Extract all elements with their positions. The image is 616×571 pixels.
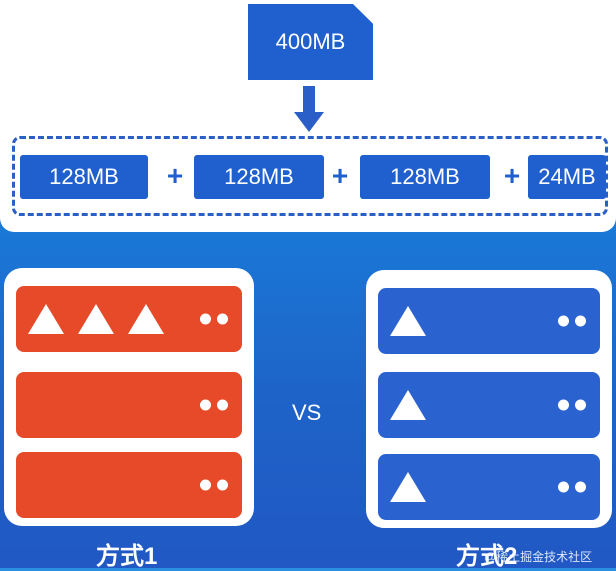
- watermark: @稀土掘金技术社区: [484, 550, 593, 564]
- block-2-label: 128MB: [224, 164, 294, 189]
- dot-icon: [200, 313, 211, 325]
- triangle-icon: [28, 304, 64, 334]
- triangle-icon: [390, 306, 426, 336]
- dot-icon: [575, 399, 586, 411]
- triangle-icon: [390, 390, 426, 420]
- dot-icon: [558, 481, 569, 493]
- server-frame-left: [4, 268, 254, 526]
- status-dots: [558, 315, 586, 327]
- triangle-icon: [78, 304, 114, 334]
- dot-icon: [200, 399, 211, 411]
- dot-icon: [558, 399, 569, 411]
- dot-icon: [558, 315, 569, 327]
- rack-right-3: [378, 454, 600, 520]
- block-1: 128MB: [20, 155, 148, 199]
- dot-icon: [217, 313, 228, 325]
- status-dots: [200, 479, 228, 491]
- blocks-container: [12, 136, 608, 216]
- triangle-icon: [128, 304, 164, 334]
- plus-sign-1: +: [166, 160, 184, 191]
- server-frame-right: [366, 270, 612, 528]
- block-3-label: 128MB: [390, 164, 460, 189]
- rack-left-3: [16, 452, 242, 518]
- status-dots: [558, 481, 586, 493]
- file-card: 400MB: [248, 4, 373, 80]
- top-panel: 400MB 128MB + 128MB + 128MB + 24MB: [0, 0, 616, 232]
- dot-icon: [575, 315, 586, 327]
- dot-icon: [575, 481, 586, 493]
- triangle-icon: [390, 472, 426, 502]
- block-2: 128MB: [194, 155, 324, 199]
- dot-icon: [200, 479, 211, 491]
- status-dots: [200, 313, 228, 325]
- block-4-label: 24MB: [538, 164, 596, 189]
- plus-sign-2: +: [331, 160, 349, 191]
- rack-right-2: [378, 372, 600, 438]
- block-4: 24MB: [528, 155, 606, 199]
- status-dots: [200, 399, 228, 411]
- rack-right-2-triangles: [388, 388, 428, 422]
- rack-right-3-triangles: [388, 470, 428, 504]
- rack-right-1: [378, 288, 600, 354]
- plus-sign-3: +: [503, 160, 521, 191]
- rack-right-1-triangles: [388, 304, 428, 338]
- status-dots: [558, 399, 586, 411]
- rack-left-1: [16, 286, 242, 352]
- caption-right: 方式2: [456, 543, 518, 570]
- block-3: 128MB: [360, 155, 490, 199]
- file-size-label: 400MB: [275, 29, 346, 54]
- vs-label: VS: [292, 400, 322, 425]
- block-1-label: 128MB: [49, 164, 119, 189]
- dot-icon: [217, 479, 228, 491]
- rack-left-2: [16, 372, 242, 438]
- caption-left: 方式1: [96, 543, 158, 570]
- dot-icon: [217, 399, 228, 411]
- arrow-down-icon: [294, 86, 324, 132]
- rack-left-1-triangles: [26, 302, 166, 336]
